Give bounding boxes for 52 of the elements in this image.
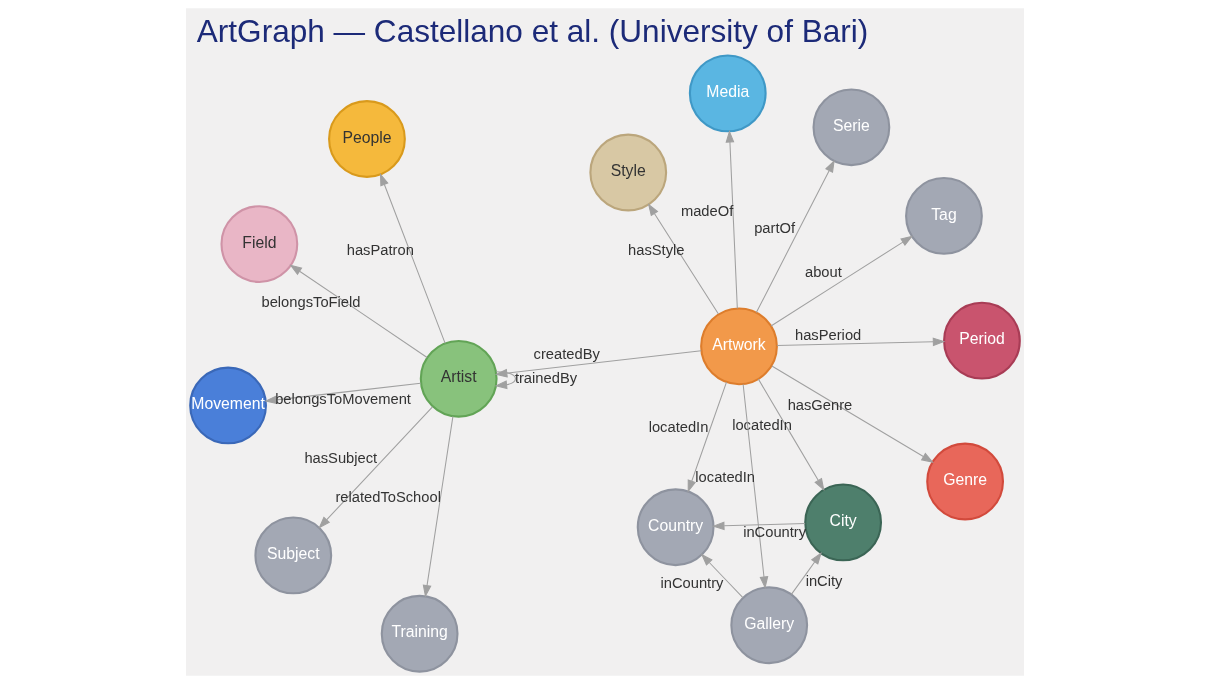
edge-label: relatedToSchool (334, 489, 441, 506)
node-circle: Movement (188, 366, 267, 445)
arrow (700, 553, 743, 598)
edge-label: about (804, 264, 842, 281)
edge-label: belongsToField (260, 294, 360, 311)
arrow (770, 365, 934, 463)
node-circle: Serie (812, 88, 890, 167)
edge-label: inCountry (742, 523, 806, 540)
arrow (647, 203, 719, 315)
node-circle: Field (219, 205, 298, 283)
arrow (711, 521, 806, 531)
node-circle: Style (588, 133, 667, 212)
edge-label: hasGenre (787, 396, 852, 413)
edge-label: hasPatron (346, 242, 414, 259)
edge-label: partOf (753, 220, 795, 236)
edge-label: inCountry (659, 575, 723, 592)
node-circle: Artwork (699, 307, 778, 386)
arrow (755, 159, 835, 314)
arrow (725, 129, 738, 309)
arrow (379, 173, 446, 344)
arrow (288, 264, 428, 358)
arrow (770, 235, 913, 327)
arrow (494, 371, 516, 390)
arrow (687, 381, 727, 493)
arrow (775, 337, 945, 347)
arrow (742, 383, 768, 589)
node-circle: Tag (904, 177, 983, 255)
arrow (317, 406, 433, 529)
edge-label: createdBy (533, 345, 600, 362)
arrow (757, 378, 825, 491)
edge-label: hasSubject (303, 450, 377, 467)
node-circle: People (327, 100, 406, 178)
node-circle: Gallery (729, 586, 808, 665)
node-circle: Genre (925, 442, 1004, 521)
edge-label: hasPeriod (794, 326, 861, 343)
edge-label: madeOf (680, 202, 733, 219)
diagram-title: ArtGraph — Castellano et al. (University of Bari) (196, 12, 868, 49)
node-circle: Training (380, 594, 459, 673)
arrow (494, 350, 702, 378)
edge-label: inCity (805, 572, 842, 589)
edge-label: locatedIn (648, 419, 708, 436)
arrow (263, 382, 421, 405)
edge-label: locatedIn (731, 417, 792, 434)
edge-label: trainedBy (514, 369, 577, 386)
edge-label: locatedIn (694, 468, 755, 485)
edge-label: belongsToMovement (274, 390, 411, 407)
edge-label: hasStyle (627, 242, 685, 259)
arrow (790, 551, 822, 595)
node-circle: Media (688, 54, 767, 133)
node-circle: Period (942, 301, 1021, 380)
node-circle: Artist (419, 339, 498, 418)
arrow (422, 415, 453, 598)
